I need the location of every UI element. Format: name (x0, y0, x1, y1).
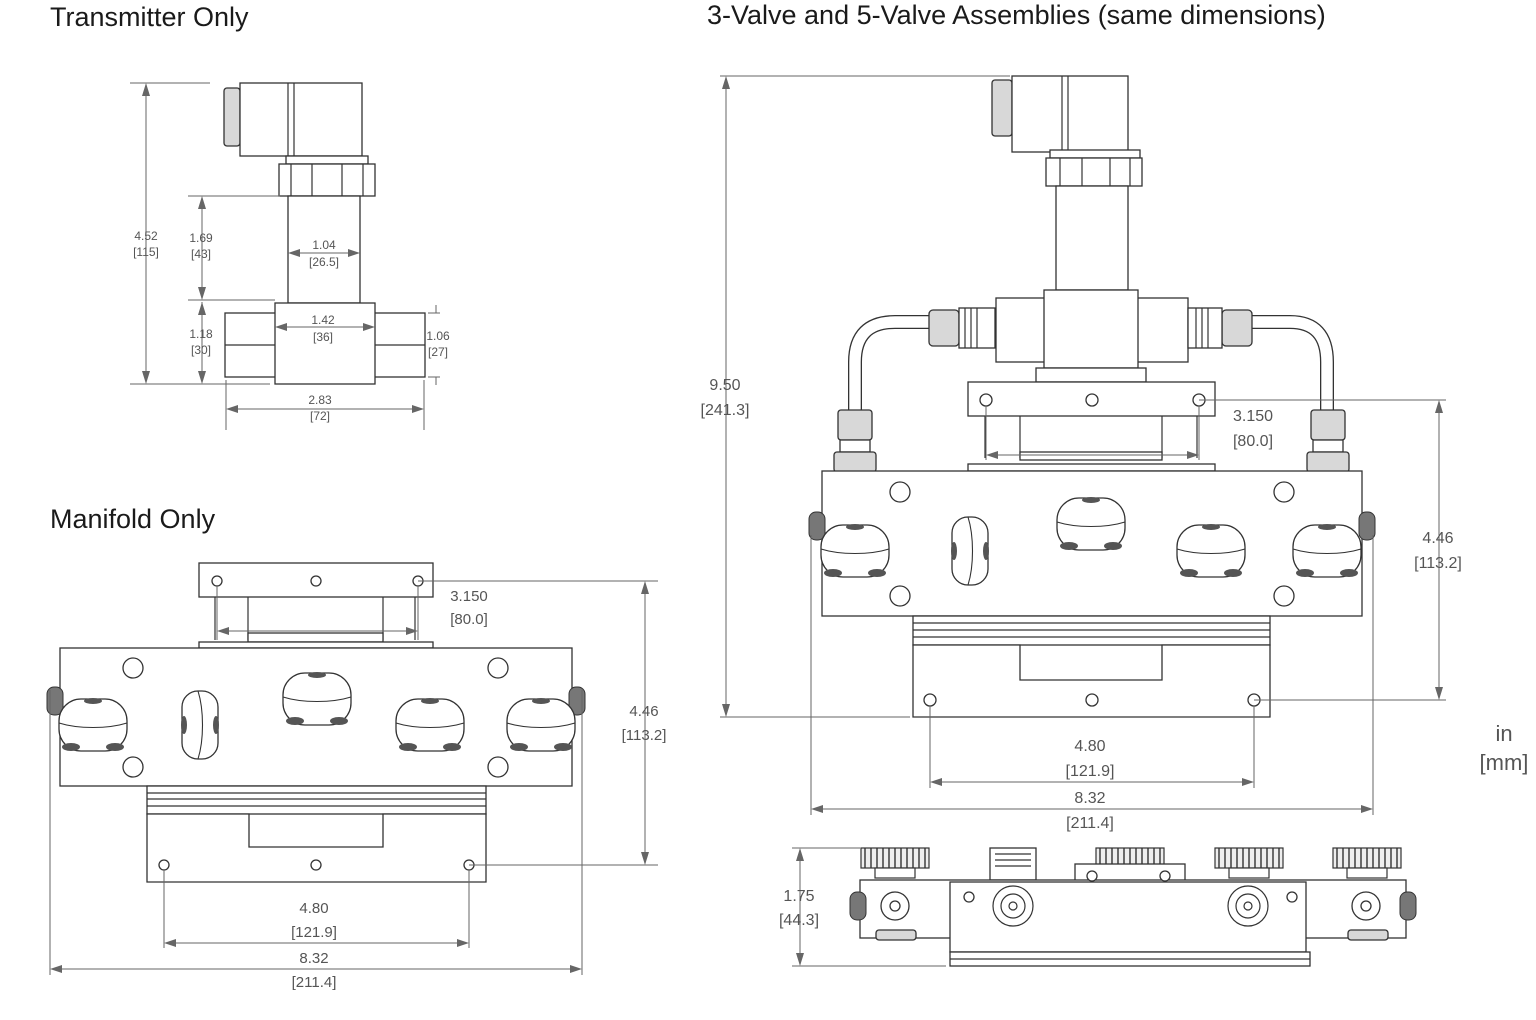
as-bolt-mm: [80.0] (1233, 433, 1273, 450)
tx-lower-in: 1.18 (189, 327, 213, 341)
hex-nut (278, 163, 376, 197)
tx-body-in: 1.42 (311, 313, 335, 327)
assembly-mounting-plate (912, 644, 1271, 718)
mf-width-in: 8.32 (299, 950, 328, 967)
as-mount-mm: [121.9] (1066, 763, 1115, 780)
mf-mount-in: 4.80 (299, 900, 328, 917)
mf-bolt-mm: [80.0] (450, 611, 488, 628)
mf-mount-mm: [121.9] (291, 924, 337, 941)
tx-height-in: 4.52 (134, 229, 158, 243)
assembly-sensor-body (1043, 289, 1139, 369)
as-depth-mm: [44.3] (779, 912, 819, 929)
as-depth-in: 1.75 (783, 888, 814, 905)
mf-height-in: 4.46 (629, 703, 658, 720)
as-mount-in: 4.80 (1074, 738, 1105, 755)
units-legend: in [mm] (1468, 719, 1536, 777)
tx-width-mm: [72] (310, 409, 330, 423)
tx-width-in: 2.83 (308, 393, 332, 407)
as-width-mm: [211.4] (1066, 815, 1114, 832)
mf-width-mm: [211.4] (292, 974, 337, 991)
tx-port-in: 1.06 (426, 329, 450, 343)
tx-upper-in: 1.69 (189, 231, 213, 245)
sensor-body (274, 302, 376, 385)
base-rails (146, 785, 487, 815)
assembly-hex-nut (1045, 157, 1143, 187)
manifold-drawing: 3.150 [80.0] 4.46 [113.2] 4.80 [121.9] 8… (46, 562, 667, 991)
transmitter-only-title: Transmitter Only (50, 2, 249, 32)
tx-body-mm: [36] (313, 330, 333, 344)
manifold-only-title: Manifold Only (50, 504, 216, 534)
as-manifold-height-mm: [113.2] (1414, 555, 1462, 572)
tx-lower-mm: [30] (191, 343, 211, 357)
connector-plug (223, 87, 241, 147)
tx-port-mm: [27] (428, 345, 448, 359)
tx-neck-in: 1.04 (312, 238, 336, 252)
tx-height-mm: [115] (133, 245, 159, 259)
mounting-plate (146, 813, 487, 883)
mf-bolt-in: 3.150 (450, 588, 488, 605)
units-inch: in (1495, 721, 1513, 746)
tx-neck-mm: [26.5] (309, 255, 339, 269)
tx-upper-mm: [43] (191, 247, 211, 261)
connector-housing (239, 82, 363, 157)
as-height-in: 9.50 (709, 377, 740, 394)
as-bolt-in: 3.150 (1233, 408, 1273, 425)
assemblies-title: 3-Valve and 5-Valve Assemblies (same dim… (707, 0, 1326, 30)
assembly-connector-housing (1011, 75, 1129, 153)
assembly-connector-plug (991, 79, 1013, 137)
as-manifold-height-in: 4.46 (1422, 530, 1453, 547)
assembly-drawing: 9.50 [241.3] 3.150 [80.0] 4.46 [113.2] 4… (701, 75, 1462, 967)
as-width-in: 8.32 (1074, 790, 1105, 807)
as-height-mm: [241.3] (701, 402, 750, 419)
assembly-bottom-view (849, 847, 1417, 967)
mf-height-mm: [113.2] (622, 727, 667, 744)
transmitter-drawing: 4.52 [115] 1.69 [43] 1.18 [30] 1.04 [26.… (130, 82, 450, 430)
units-mm: [mm] (1479, 750, 1529, 775)
